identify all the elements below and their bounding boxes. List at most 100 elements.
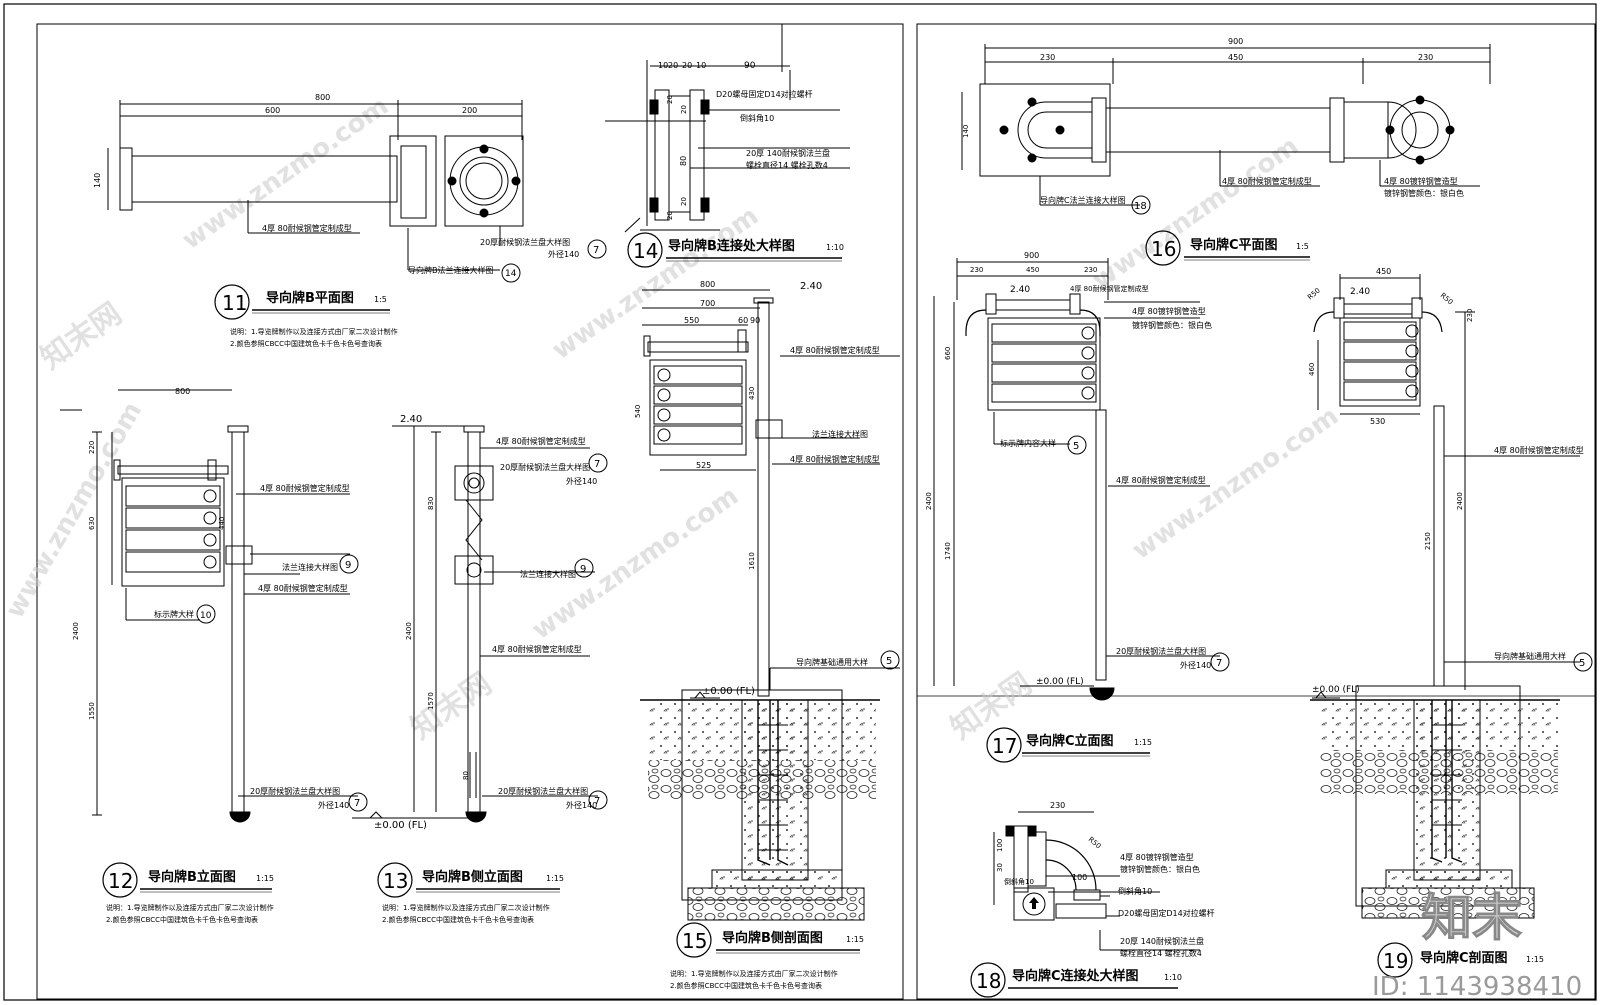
annotation: 倒斜角10: [1004, 877, 1034, 886]
dimension: 20: [666, 211, 674, 220]
drawing-scale: 1:15: [1134, 738, 1152, 747]
annotation: 20厚 140耐候钢法兰盘: [746, 148, 830, 158]
title-circle: [102, 862, 138, 898]
dimension: 800: [700, 280, 715, 289]
note-line: 2.颜色参照CBCC中国建筑色卡千色卡色号查询表: [382, 915, 534, 924]
drawing-d12: [60, 389, 368, 823]
dimension: 100: [996, 839, 1004, 852]
annotation: 标示牌大样: [154, 609, 194, 619]
elevation: ±0.00 (FL): [374, 820, 427, 831]
annotation: 外径140: [318, 800, 349, 810]
ref-mark: 5: [1579, 658, 1585, 669]
frame-outer: [3, 3, 1597, 1001]
drawing-d15-text: 800 2.40 700 550 60 90 540 430 525 1610 …: [634, 280, 892, 990]
annotation: 镀锌钢管颜色：银白色: [1132, 320, 1212, 330]
ref-mark: 14: [505, 269, 517, 279]
dimension: 10: [658, 61, 668, 70]
drawing-title: 导向牌B立面图: [148, 869, 236, 885]
frame-left: [36, 23, 904, 1000]
drawing-d17: [933, 258, 1230, 701]
dimension: 230: [1466, 309, 1474, 322]
annotation: 倒斜角10: [1118, 886, 1152, 896]
annotation: 4厚 80耐候钢管定制成型: [496, 436, 586, 446]
title-circle: [970, 962, 1006, 998]
dimension: R50: [1306, 287, 1322, 302]
drawing-scale: 1:15: [256, 874, 274, 883]
note-line: 说明：1.导览牌制作以及连接方式由厂家二次设计制作: [106, 903, 274, 912]
note-line: 说明：1.导览牌制作以及连接方式由厂家二次设计制作: [670, 969, 838, 978]
watermark: 知末网: [35, 296, 129, 376]
ref-mark: 7: [354, 798, 360, 809]
drawing-number: 11: [222, 291, 247, 315]
dimension: 540: [634, 405, 642, 418]
annotation: 4厚 80耐候钢管定制成型: [262, 223, 352, 233]
annotation: 4厚 80耐候钢管定制成型: [492, 644, 582, 654]
title-circle: [1145, 230, 1181, 266]
ref-mark: 5: [886, 656, 892, 667]
dimension: 600: [265, 106, 280, 115]
ref-mark: 7: [1216, 658, 1222, 669]
dimension: 230: [1050, 801, 1065, 810]
dimension: 630: [88, 517, 96, 530]
annotation: 20厚 140耐候钢法兰盘: [1120, 936, 1204, 946]
annotation: 外径140: [1180, 660, 1211, 670]
annotation: 4厚 80耐候钢管定制成型: [260, 483, 350, 493]
annotation: 20厚耐候钢法兰盘大样图: [500, 462, 590, 472]
dimension: 2400: [405, 622, 413, 640]
drawing-d18-text: 230 100 30 100 R50 倒斜角10 4厚 80镀锌钢管造型 镀锌钢…: [970, 801, 1215, 998]
annotation: 4厚 80耐候钢管定制成型: [258, 583, 348, 593]
drawing-d16: [961, 44, 1491, 215]
drawing-title: 导向牌C连接处大样图: [1012, 968, 1139, 984]
drawing-number: 17: [992, 734, 1017, 758]
drawing-number: 13: [383, 869, 408, 893]
title-circle: [676, 922, 712, 958]
dimension: 100: [1072, 873, 1087, 882]
dimension: 20: [680, 197, 688, 206]
drawing-d13: [352, 425, 608, 823]
annotation: 法兰连接大样图: [282, 562, 338, 572]
elevation: ±0.00 (FL): [702, 686, 755, 697]
note-line: 2.颜色参照CBCC中国建筑色卡千色卡色号查询表: [670, 981, 822, 990]
drawing-scale: 1:5: [374, 295, 387, 304]
dimension: 1610: [748, 552, 756, 570]
annotation: 螺栓直径14 螺栓孔数4: [1120, 948, 1202, 958]
annotation: 4厚 80镀锌钢管造型: [1120, 852, 1194, 862]
drawing-d13-text: 2.40 830 2400 1570 80 4厚 80耐候钢管定制成型 20厚耐…: [374, 414, 600, 924]
elevation: 2.40: [1010, 285, 1030, 295]
annotation: 4厚 80耐候钢管定制成型: [1222, 176, 1312, 186]
ref-mark: 7: [594, 459, 600, 470]
dimension: 10: [696, 61, 706, 70]
elevation: ±0.00 (FL): [1036, 677, 1084, 687]
drawing-scale: 1:10: [1164, 973, 1182, 982]
dimension: 800: [175, 387, 190, 396]
annotation: 4厚 80镀锌钢管造型: [1132, 306, 1206, 316]
annotation: 法兰连接大样图: [812, 429, 868, 439]
watermark-id: ID: 1143938410: [1372, 972, 1582, 1002]
dimension: 2400: [925, 492, 933, 510]
dimension: 60: [738, 316, 748, 325]
dimension: 700: [700, 299, 715, 308]
drawing-d19: [1310, 274, 1593, 919]
dimension: 800: [315, 93, 330, 102]
annotation: 20厚耐候钢法兰盘大样图: [250, 786, 340, 796]
note-line: 2.颜色参照CBCC中国建筑色卡千色卡色号查询表: [230, 339, 382, 348]
annotation: 4厚 80耐候钢管定制成型: [1494, 445, 1584, 455]
drawing-scale: 1:15: [846, 935, 864, 944]
drawing-d14: [605, 24, 850, 233]
drawing-d15: [640, 289, 900, 921]
dimension: 140: [962, 125, 970, 138]
drawing-title: 导向牌B侧剖面图: [722, 930, 823, 946]
drawing-title: 导向牌B侧立面图: [422, 869, 523, 885]
dimension: 80: [462, 771, 470, 780]
ref-mark: 7: [593, 245, 599, 256]
dimension: 450: [1228, 53, 1243, 62]
annotation: 镀锌钢管颜色：银白色: [1120, 864, 1200, 874]
annotation: 4厚 80耐候钢管定制成型: [1116, 475, 1206, 485]
dimension: 1550: [88, 702, 96, 720]
dimension: 440: [218, 517, 226, 530]
annotation: D20螺母固定D14对拉螺杆: [1118, 908, 1215, 918]
drawing-d11: [107, 100, 607, 283]
annotation: 导向牌基础通用大样: [796, 657, 868, 667]
title-circle: [377, 862, 413, 898]
